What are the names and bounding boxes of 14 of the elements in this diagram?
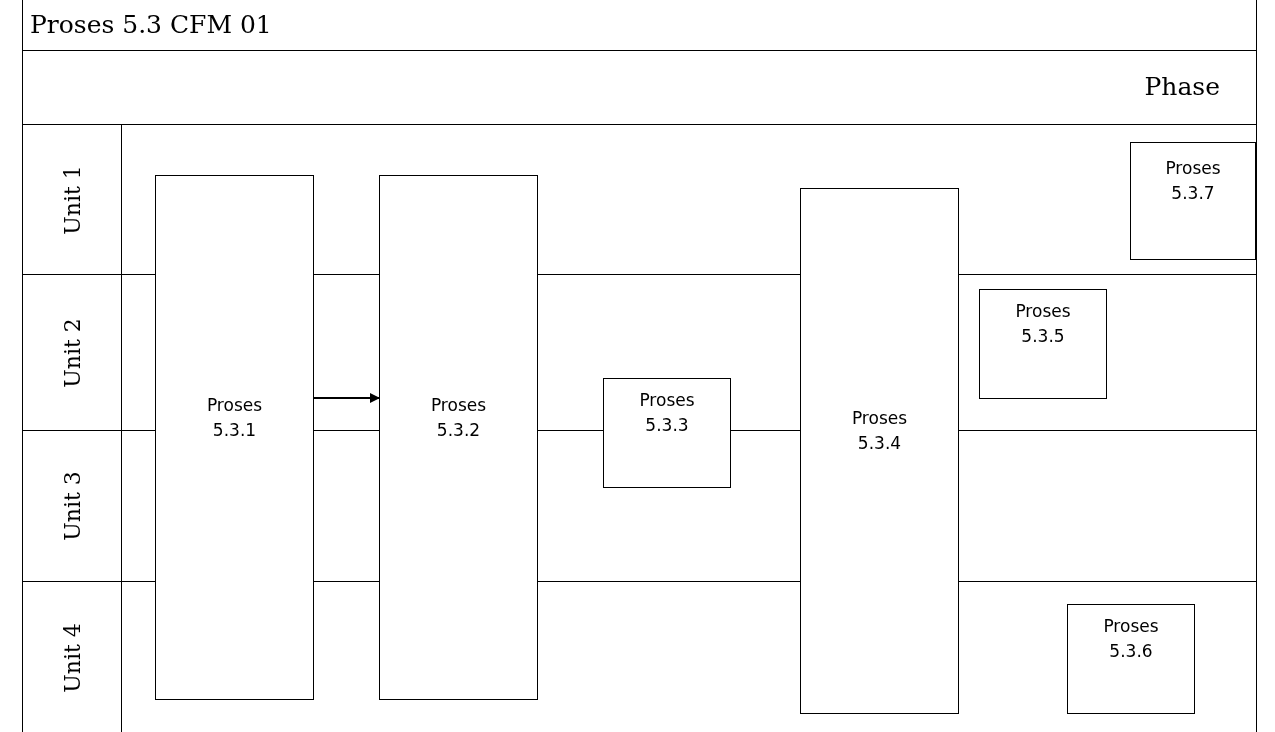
lane-label-cell: Unit 1: [22, 125, 122, 274]
lane-label-cell: Unit 2: [22, 275, 122, 430]
lane-label-cell: Unit 3: [22, 431, 122, 581]
lane-label-cell: Unit 4: [22, 582, 122, 732]
process-box: Proses 5.3.6: [1067, 604, 1195, 714]
process-box: Proses 5.3.2: [379, 175, 538, 700]
arrow: [313, 393, 380, 403]
process-box: Proses 5.3.5: [979, 289, 1107, 399]
process-box: Proses 5.3.3: [603, 378, 731, 488]
process-box: Proses 5.3.7: [1130, 142, 1256, 260]
process-box: Proses 5.3.1: [155, 175, 314, 700]
phase-label: Phase: [1144, 72, 1220, 101]
diagram-title: Proses 5.3 CFM 01: [30, 10, 272, 39]
process-box: Proses 5.3.4: [800, 188, 959, 714]
